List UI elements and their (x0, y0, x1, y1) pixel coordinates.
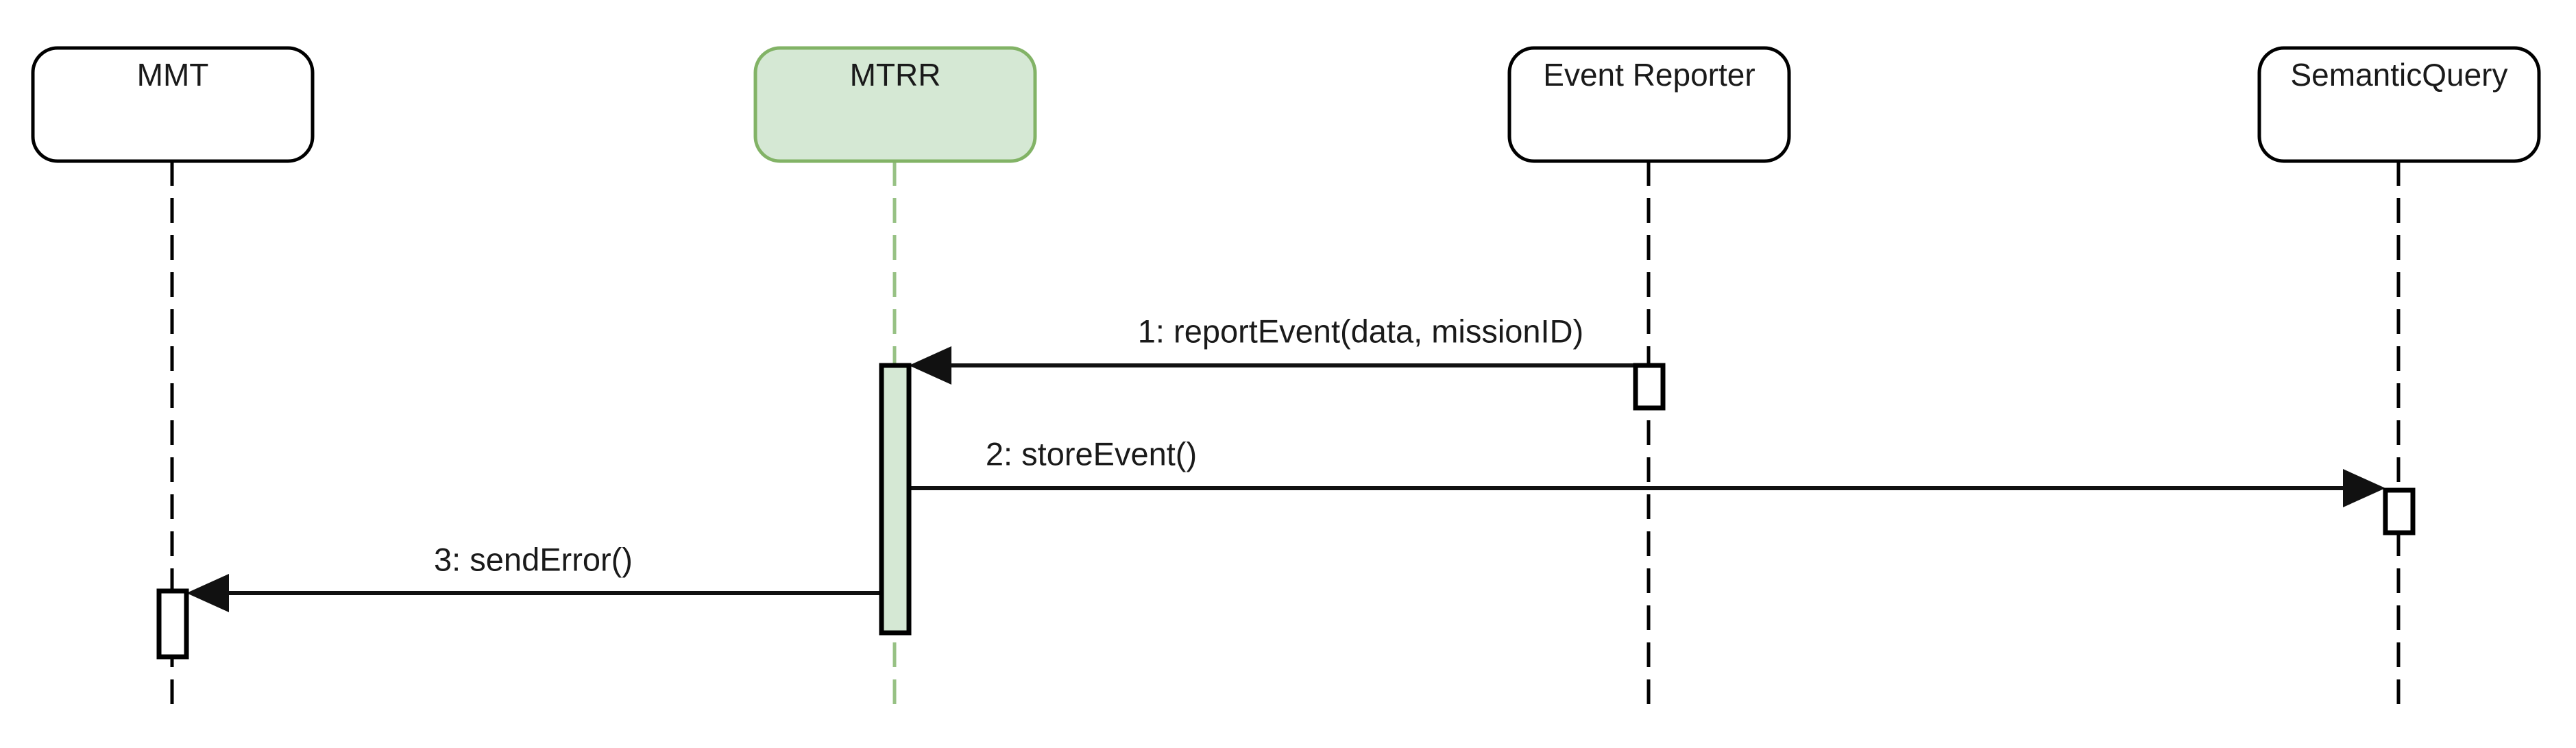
participant-box-event-reporter[interactable] (1507, 46, 1791, 163)
participant-label-mmt: MMT (137, 57, 209, 93)
message-arrowhead-3 (186, 574, 229, 612)
message-label-2: 2: storeEvent() (986, 435, 1197, 472)
participant-label-event-reporter: Event Reporter (1543, 57, 1755, 93)
message-arrowhead-2 (2343, 469, 2385, 507)
messages-layer: 1: reportEvent(data, missionID) 2: storeE… (186, 313, 2385, 612)
participant-box-semantic-query[interactable] (2257, 46, 2541, 163)
participant-mmt[interactable]: MMT (31, 46, 315, 163)
activations-layer (156, 363, 2416, 660)
participant-label-semantic-query: SemanticQuery (2290, 57, 2507, 93)
message-1[interactable]: 1: reportEvent(data, missionID) (909, 313, 1636, 385)
participant-event-reporter[interactable]: Event Reporter (1507, 46, 1791, 163)
participant-semantic-query[interactable]: SemanticQuery (2257, 46, 2541, 163)
message-label-3: 3: sendError() (434, 541, 633, 577)
participant-mtrr[interactable]: MTRR (753, 46, 1037, 163)
activation-bar-mtrr (879, 363, 912, 636)
message-3[interactable]: 3: sendError() (186, 541, 882, 612)
message-label-1: 1: reportEvent(data, missionID) (1138, 313, 1583, 349)
message-arrowhead-1 (909, 346, 951, 385)
activation-bar-event-reporter (1633, 363, 1666, 411)
activation-bar-semantic-query (2383, 487, 2416, 535)
message-2[interactable]: 2: storeEvent() (909, 435, 2385, 507)
participant-label-mtrr: MTRR (850, 57, 941, 93)
participant-box-mmt[interactable] (31, 46, 315, 163)
participant-box-mtrr[interactable] (753, 46, 1037, 163)
activation-bar-mmt (156, 588, 189, 660)
participants-layer: MMT MTRR Event Reporter SemanticQuery (31, 46, 2541, 163)
lifelines-layer (170, 161, 2401, 708)
